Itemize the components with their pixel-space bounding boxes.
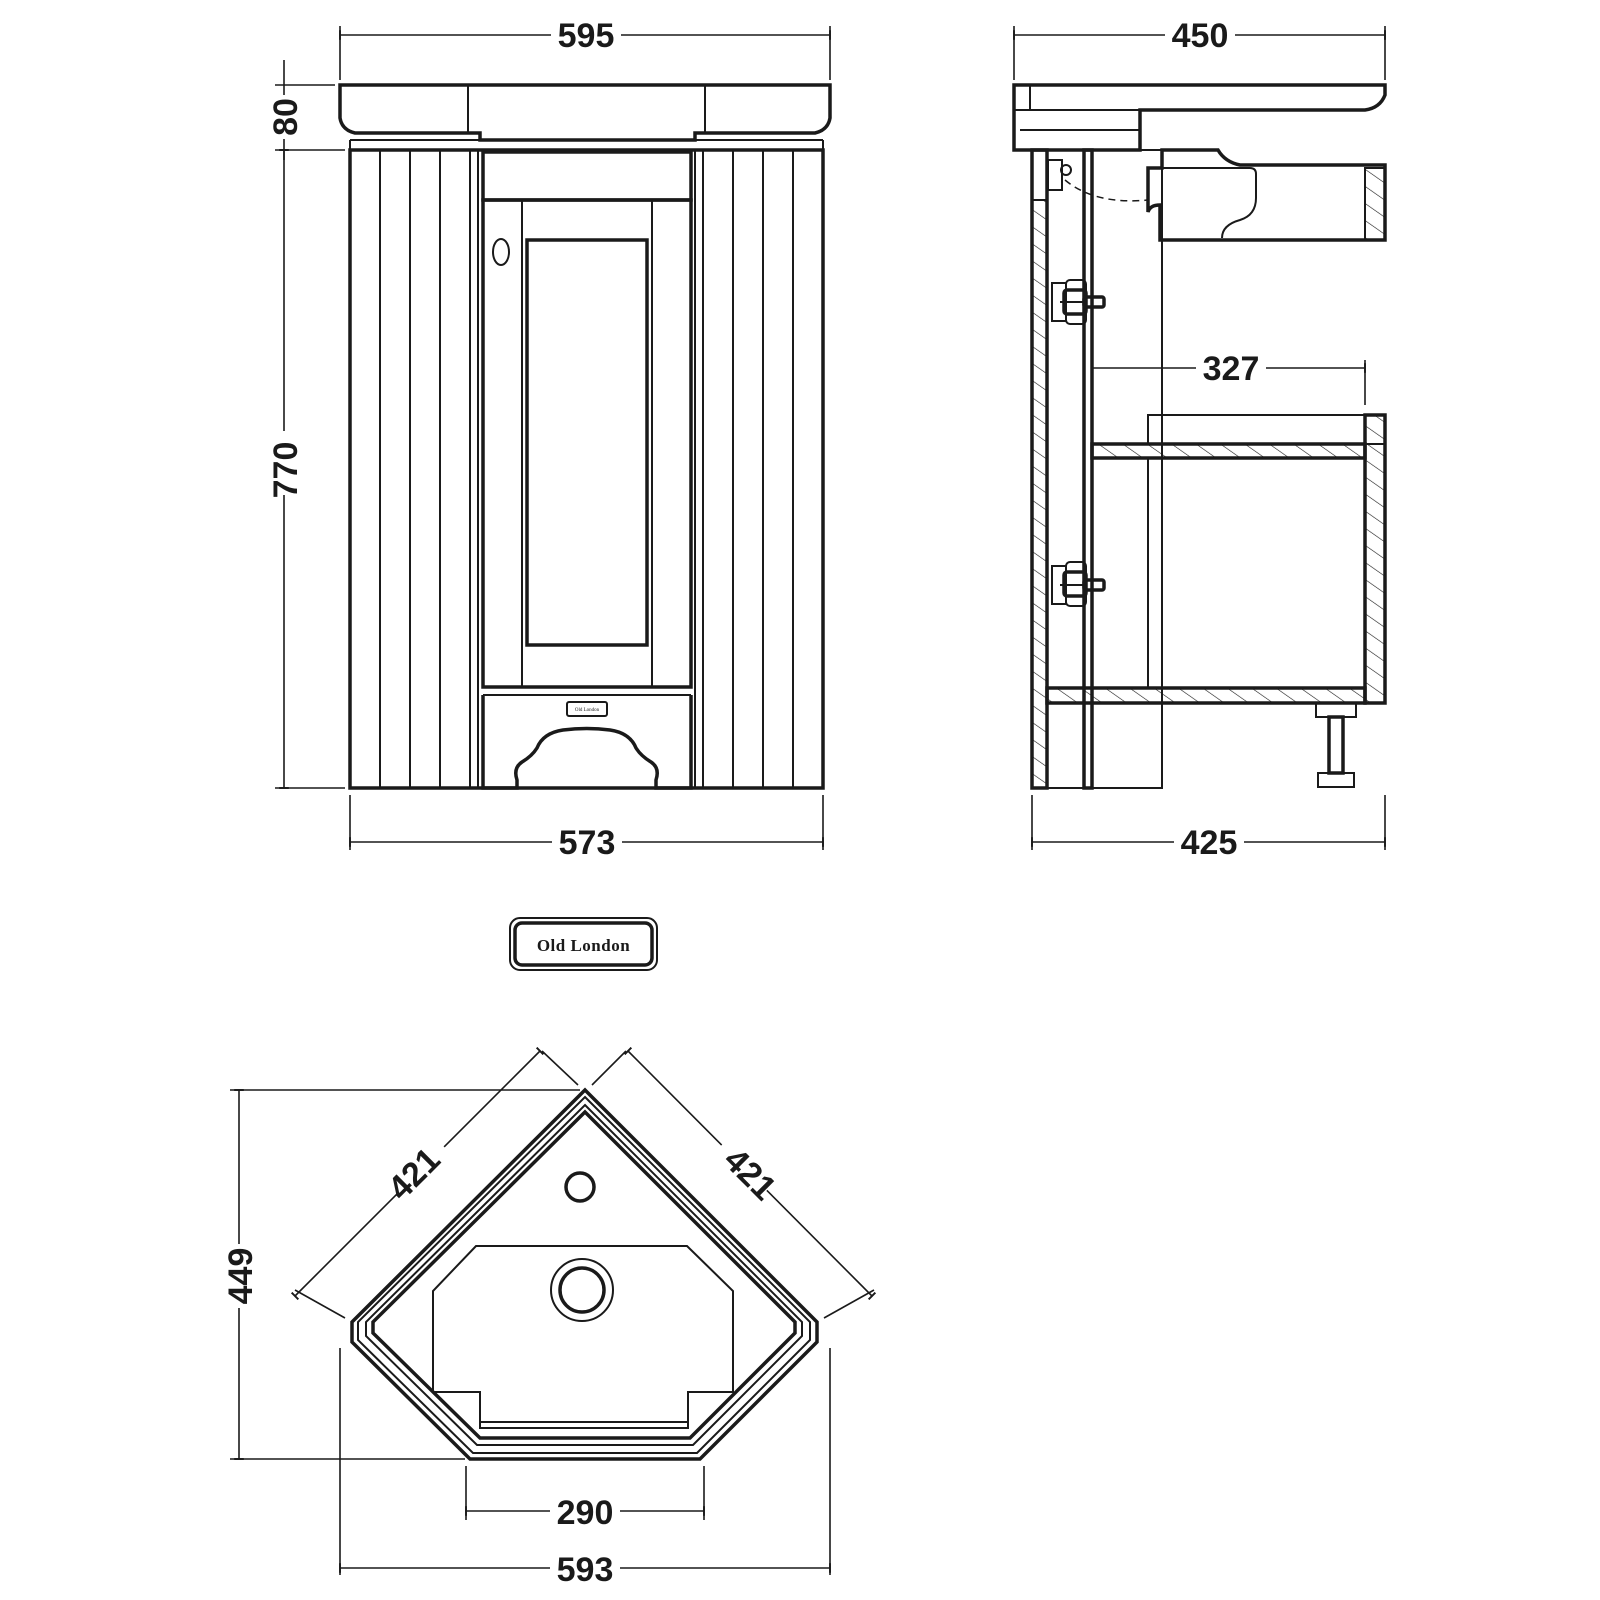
- dim-side-depth-top: 450: [1172, 17, 1229, 55]
- cabinet-door: Old London: [481, 150, 693, 790]
- dim-side-depth-bottom: 425: [1181, 824, 1238, 862]
- tap-hole-icon: [492, 238, 510, 266]
- dim-plan-front-width: 290: [557, 1494, 614, 1532]
- plan-view: 421 421 449 290 593: [221, 1046, 877, 1589]
- brand-badge: Old London: [509, 917, 658, 971]
- basin-top: [338, 83, 832, 150]
- tap-hole-icon: [564, 1171, 596, 1203]
- dim-side-inner-depth: 327: [1203, 350, 1260, 388]
- dim-plan-depth: 449: [222, 1248, 260, 1305]
- dim-plan-overall-width: 593: [557, 1551, 614, 1589]
- dim-front-width-bottom: 573: [559, 824, 616, 862]
- front-dimensions: 595 80 770 573: [266, 17, 831, 862]
- plan-dimensions: 421 421 449 290 593: [221, 1046, 877, 1589]
- side-view: 450 327 425: [1012, 17, 1387, 862]
- brand-badge-text: Old London: [537, 936, 630, 955]
- cabinet-body: Old London: [348, 148, 825, 790]
- svg-text:Old London: Old London: [575, 708, 600, 713]
- waste-outlet-icon: [550, 1258, 614, 1322]
- shelf-section: [1045, 413, 1387, 705]
- hinge-lower-icon: [1051, 561, 1106, 607]
- side-dimensions: 450 327 425: [1013, 17, 1386, 862]
- basin-section: [1012, 83, 1387, 242]
- front-view: Old London 595 80 770: [266, 17, 832, 862]
- dim-body-height: 770: [267, 442, 305, 499]
- dim-top-height: 80: [267, 98, 305, 136]
- carcass-side: [1030, 148, 1163, 790]
- left-fluted-panel: [379, 150, 479, 788]
- right-fluted-panel: [694, 150, 794, 788]
- hinge-upper-icon: [1051, 279, 1106, 325]
- dim-front-width-top: 595: [558, 17, 615, 55]
- adjustable-leg-icon: [1315, 702, 1357, 788]
